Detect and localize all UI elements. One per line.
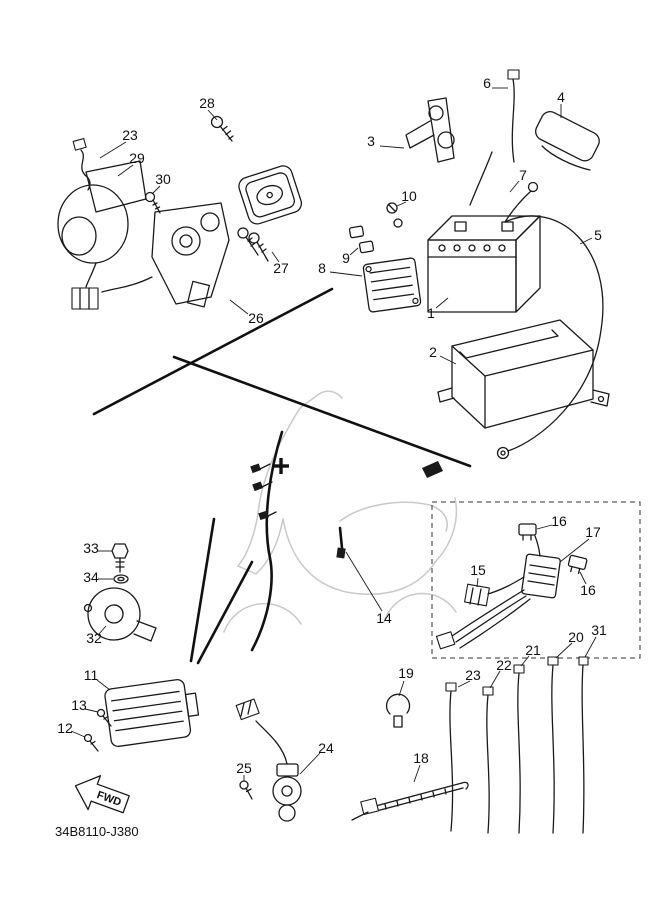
- callout-25: 25: [236, 760, 252, 776]
- cable-tie-31-drawing: [578, 656, 589, 834]
- callout-26: 26: [248, 310, 264, 326]
- fuse-holder-drawing: [435, 535, 561, 650]
- callout-27: 27: [273, 260, 289, 276]
- cable-tie-21-drawing: [513, 664, 525, 834]
- callout-15: 15: [470, 562, 486, 578]
- cover-drawing: [535, 111, 600, 171]
- callout-16-b: 16: [580, 582, 596, 598]
- callout-5: 5: [594, 227, 602, 243]
- keys-drawing: [237, 227, 269, 262]
- lead-wire-drawing: [72, 138, 91, 191]
- callout-7: 7: [519, 167, 527, 183]
- plus-mark: [273, 458, 289, 474]
- callout-2: 2: [429, 344, 437, 360]
- screw-30-drawing: [144, 191, 161, 214]
- callout-28: 28: [199, 95, 215, 111]
- callout-33: 33: [83, 540, 99, 556]
- cable-tie-20-drawing: [547, 656, 559, 834]
- callout-17: 17: [585, 524, 601, 540]
- harness-connector: [258, 510, 269, 521]
- lock-assembly-drawing: [101, 202, 230, 308]
- callout-1: 1: [427, 305, 435, 321]
- callout-20: 20: [568, 629, 584, 645]
- bolt-33-drawing: [111, 543, 129, 573]
- cdi-unit-drawing: [104, 678, 200, 748]
- callout-29: 29: [129, 150, 145, 166]
- callout-3: 3: [367, 133, 375, 149]
- switch-unit-drawing: [235, 698, 302, 822]
- callout-23-bottom: 23: [465, 667, 481, 683]
- callout-30: 30: [155, 171, 171, 187]
- harness-connector: [252, 481, 264, 492]
- callout-8: 8: [318, 260, 326, 276]
- callout-32: 32: [86, 630, 102, 646]
- spare-key-drawing: [210, 115, 234, 142]
- callout-22: 22: [496, 657, 512, 673]
- callout-24: 24: [318, 740, 334, 756]
- callout-4: 4: [557, 89, 565, 105]
- dampers-drawing: [348, 225, 375, 254]
- clamp-drawing: [385, 693, 411, 728]
- callout-23-top: 23: [122, 127, 138, 143]
- callout-16-a: 16: [551, 513, 567, 529]
- battery-wire-drawing: [469, 151, 604, 460]
- connector-15-drawing: [464, 576, 525, 607]
- battery-drawing: [427, 215, 541, 313]
- cable-tie-23-drawing: [445, 682, 457, 832]
- callout-21: 21: [525, 642, 541, 658]
- cable-tie-6-drawing: [507, 69, 520, 163]
- wire-harness-lines: [92, 287, 472, 665]
- bolt-25-drawing: [239, 780, 253, 800]
- callout-13: 13: [71, 697, 87, 713]
- terminal-bolt-drawing: [386, 202, 403, 228]
- band-drawing: [351, 781, 469, 821]
- callout-19: 19: [398, 665, 414, 681]
- fuse-b-drawing: [567, 554, 588, 575]
- harness-connector: [336, 547, 346, 559]
- cable-tie-22-drawing: [482, 686, 494, 834]
- harness-connector: [250, 463, 262, 474]
- scooter-silhouette: [223, 390, 458, 633]
- callout-18: 18: [413, 750, 429, 766]
- callout-9: 9: [342, 250, 350, 266]
- stay-bracket-drawing: [405, 97, 455, 163]
- washer-drawing: [113, 574, 129, 584]
- rectifier-drawing: [362, 257, 422, 313]
- callout-12: 12: [57, 720, 73, 736]
- callout-6: 6: [483, 75, 491, 91]
- main-switch-drawing: [237, 165, 303, 262]
- sub-assembly-box: [431, 501, 641, 659]
- harness-connector: [422, 461, 443, 478]
- callout-labels: 28 23 29 30 6 3 4 7 10 5 9 8 1 2 27 26 3…: [57, 75, 607, 776]
- callout-10: 10: [401, 188, 417, 204]
- leader-lines: [70, 87, 597, 783]
- callout-14: 14: [376, 610, 392, 626]
- callout-31: 31: [591, 622, 607, 638]
- diagram-code: 34B8110-J380: [55, 824, 139, 839]
- fwd-arrow: FWD: [74, 775, 130, 814]
- screw-13-drawing: [96, 708, 112, 727]
- bracket-body-drawing: [57, 160, 147, 310]
- battery-box-drawing: [437, 319, 610, 429]
- callout-11: 11: [84, 667, 99, 683]
- callout-34: 34: [83, 569, 99, 585]
- fuse-a-drawing: [518, 523, 537, 541]
- horn-drawing: [83, 587, 157, 642]
- screw-12-drawing: [83, 733, 99, 752]
